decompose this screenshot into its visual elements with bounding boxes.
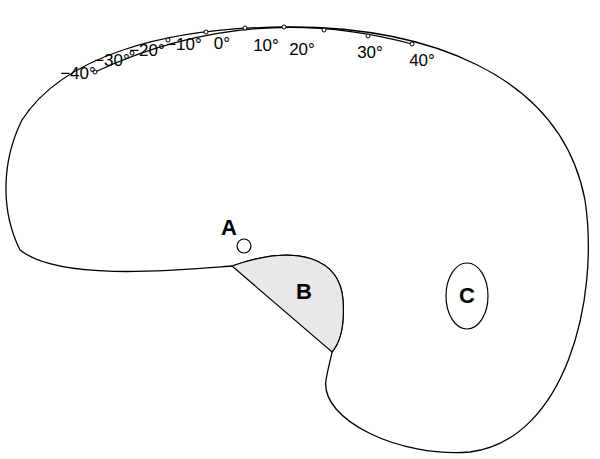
scale-tick <box>322 28 326 32</box>
scale-ticks <box>93 25 414 74</box>
scale-arc <box>95 27 412 72</box>
region-letter: C <box>459 283 475 309</box>
small-circle: A <box>236 238 252 254</box>
degree-label: −40° <box>60 64 96 84</box>
degree-label: 20° <box>289 40 315 60</box>
degree-label: 0° <box>214 34 230 54</box>
degree-label: 40° <box>409 51 435 71</box>
scale-tick <box>282 25 286 29</box>
degree-label: −10° <box>166 35 202 55</box>
region-letter: B <box>296 279 312 305</box>
region-letter: A <box>221 215 237 241</box>
circle-outline <box>237 239 251 253</box>
scale-tick <box>243 26 247 30</box>
degree-label: 10° <box>253 36 279 56</box>
region-outline <box>232 255 343 352</box>
degree-label: 30° <box>357 43 383 63</box>
degree-label: −20° <box>129 41 165 61</box>
scale-tick <box>204 30 208 34</box>
shaded-region: B <box>230 245 348 355</box>
ellipse-outline <box>446 263 488 329</box>
outer-outline <box>6 27 588 453</box>
small-circle-shape <box>236 238 252 254</box>
shaded-region-shape <box>230 245 348 355</box>
oval-region: C <box>445 262 489 330</box>
degree-label: −30° <box>94 51 130 71</box>
scale-tick <box>366 34 370 38</box>
scale-tick <box>410 42 414 46</box>
